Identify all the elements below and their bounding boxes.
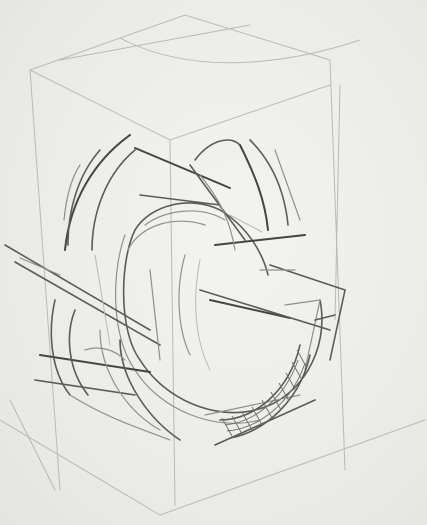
hatched-grille xyxy=(219,344,311,439)
ring-structure xyxy=(4,134,346,446)
construction-box xyxy=(0,14,426,516)
